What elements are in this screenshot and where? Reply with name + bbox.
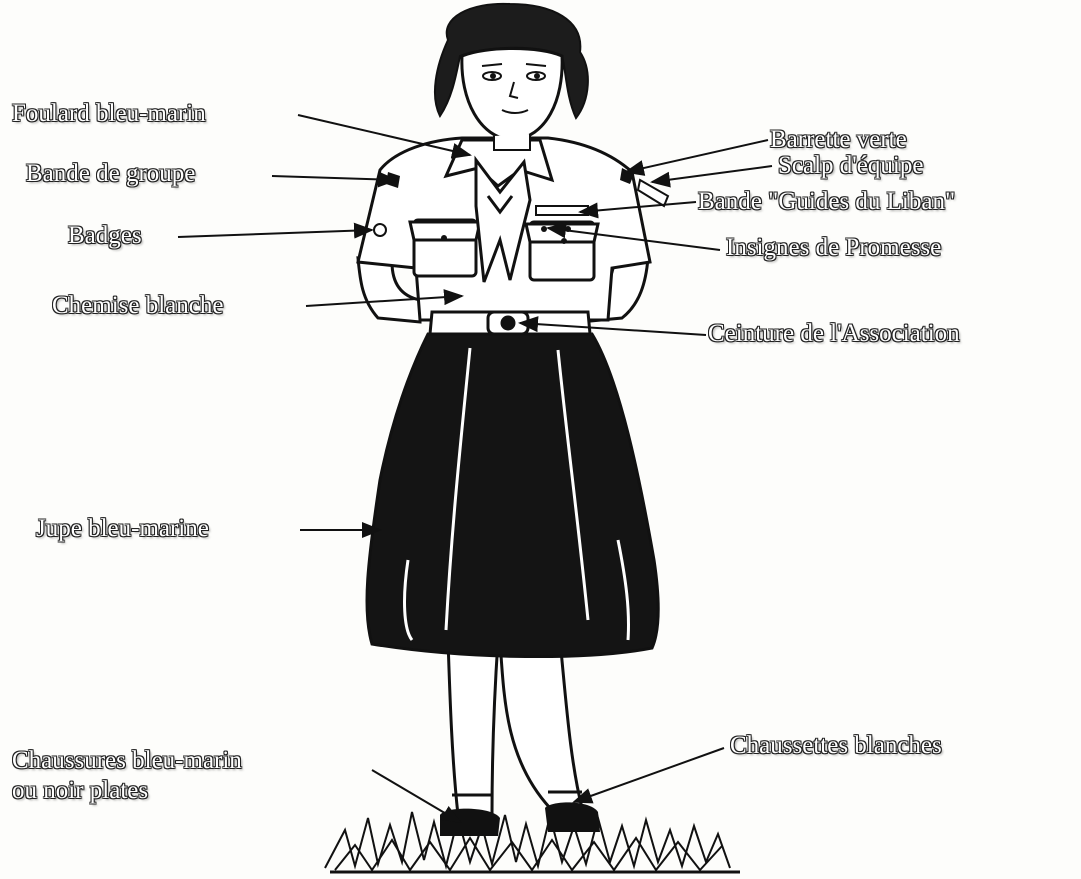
- label-badges: Badges: [68, 222, 142, 250]
- arrow-barrette: [626, 140, 768, 172]
- belt: [430, 312, 590, 334]
- skirt: [367, 334, 658, 657]
- legs: [448, 640, 582, 815]
- label-chaussettes: Chaussettes blanches: [730, 732, 942, 760]
- head: [435, 4, 588, 150]
- grass-ground: [325, 812, 740, 872]
- arrow-chaussures: [372, 770, 460, 822]
- label-chemise: Chemise blanche: [52, 292, 223, 320]
- label-jupe: Jupe bleu-marine: [36, 515, 209, 543]
- arrow-chaussettes: [574, 748, 724, 802]
- label-scalp: Scalp d'équipe: [778, 152, 923, 180]
- label-bande-groupe: Bande de groupe: [26, 160, 195, 188]
- label-insignes: Insignes de Promesse: [726, 234, 941, 262]
- label-chaussures-line2: ou noir plates: [12, 776, 372, 806]
- label-foulard: Foulard bleu-marin: [12, 100, 206, 128]
- label-chaussures: Chaussures bleu-marin ou noir plates: [12, 746, 372, 806]
- label-barrette: Barrette verte: [770, 126, 907, 154]
- arrow-foulard: [298, 115, 470, 155]
- arrow-badges: [178, 230, 372, 237]
- arrow-scalp: [652, 166, 772, 182]
- label-chaussures-line1: Chaussures bleu-marin: [12, 746, 372, 776]
- label-bande-guides: Bande "Guides du Liban": [698, 188, 955, 216]
- label-ceinture: Ceinture de l'Association: [708, 320, 960, 348]
